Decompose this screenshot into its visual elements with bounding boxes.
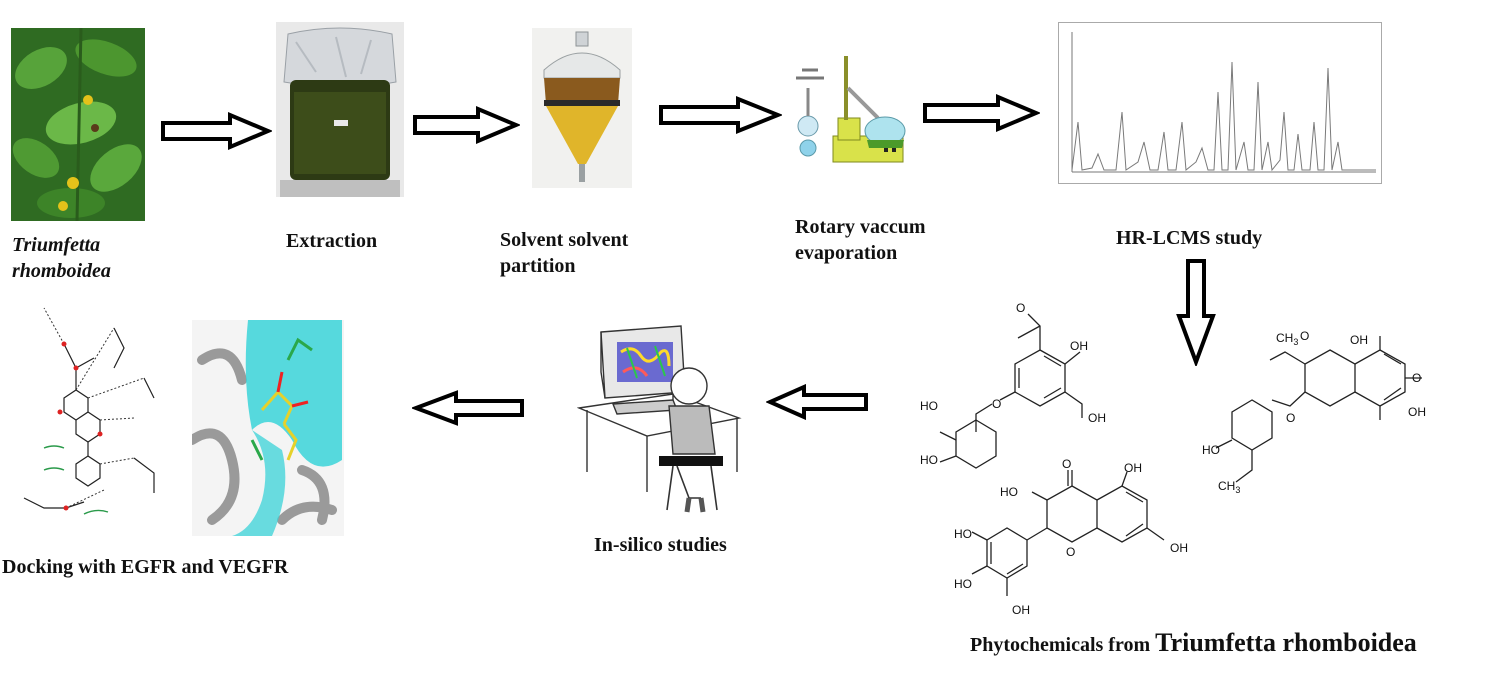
svg-text:OH: OH — [1088, 411, 1106, 425]
svg-text:CH3: CH3 — [1276, 331, 1298, 347]
partition-label: Solvent solvent partition — [500, 229, 629, 277]
phytochemical-structure-3: O OH HO O OH HO HO OH — [954, 457, 1188, 617]
arrow-rotary-to-hrlcms — [923, 94, 1040, 132]
phytochemical-structure-1: O OH OH O HO HO — [920, 301, 1106, 469]
svg-text:O: O — [992, 397, 1001, 411]
arrow-extraction-to-partition — [413, 106, 520, 144]
insilico-label: In-silico studies — [594, 534, 727, 556]
arrow-hrlcms-to-phytochemicals — [1176, 259, 1216, 366]
svg-text:O: O — [1300, 330, 1309, 343]
hrlcms-chromatogram — [1058, 22, 1382, 184]
arrow-insilico-to-docking — [412, 390, 524, 426]
svg-text:OH: OH — [1350, 333, 1368, 347]
svg-text:OH: OH — [1070, 339, 1088, 353]
svg-text:OH: OH — [1124, 461, 1142, 475]
plant-photo — [11, 28, 145, 221]
rotary-label: Rotary vaccum evaporation — [795, 216, 926, 264]
extraction-photo — [276, 22, 404, 197]
phytochemical-structure-2: CH3 O OH O OH O HO CH3 — [1202, 330, 1426, 495]
svg-text:OH: OH — [1408, 405, 1426, 419]
svg-text:O: O — [1286, 411, 1295, 425]
phytochemicals-label: Phytochemicals from Triumfetta rhomboide… — [970, 628, 1417, 657]
rotary-evaporator-illustration — [788, 48, 913, 173]
partition-photo — [532, 28, 632, 188]
docking-2d-interaction-diagram — [4, 298, 174, 528]
svg-text:OH: OH — [1170, 541, 1188, 555]
svg-text:O: O — [1412, 371, 1421, 385]
arrow-plant-to-extraction — [161, 112, 272, 150]
docking-label: Docking with EGFR and VEGFR — [2, 556, 289, 578]
svg-text:HO: HO — [1202, 443, 1220, 457]
extraction-label: Extraction — [286, 230, 378, 252]
svg-text:OH: OH — [1012, 603, 1030, 617]
plant-label: Triumfetta rhomboidea — [12, 234, 111, 282]
arrow-partition-to-rotary — [659, 96, 782, 134]
insilico-computer-illustration — [577, 322, 742, 518]
svg-text:HO: HO — [920, 453, 938, 467]
docking-3d-protein-ligand — [192, 320, 344, 536]
svg-text:HO: HO — [954, 577, 972, 591]
svg-text:O: O — [1016, 301, 1025, 315]
hrlcms-label: HR-LCMS study — [1116, 227, 1263, 249]
svg-text:HO: HO — [920, 399, 938, 413]
svg-text:O: O — [1066, 545, 1075, 559]
arrow-phytochemicals-to-insilico — [766, 384, 868, 420]
svg-text:HO: HO — [1000, 485, 1018, 499]
svg-text:HO: HO — [954, 527, 972, 541]
svg-text:CH3: CH3 — [1218, 479, 1240, 495]
svg-text:O: O — [1062, 457, 1071, 471]
